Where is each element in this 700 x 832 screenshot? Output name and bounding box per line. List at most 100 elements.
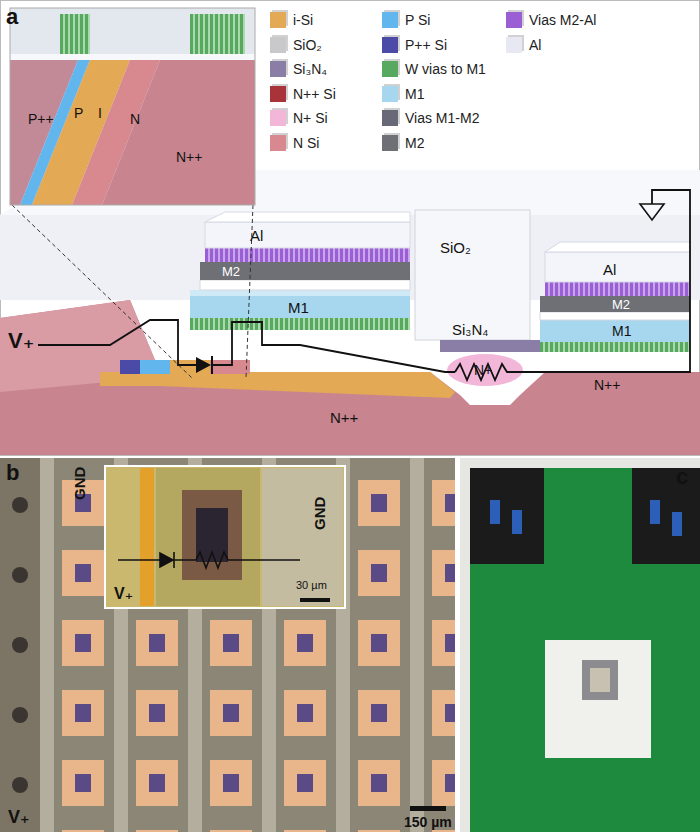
right-metal-stack-part bbox=[540, 320, 690, 342]
legend-swatch bbox=[382, 135, 398, 151]
pcb-photo-part bbox=[545, 640, 651, 758]
zoom-inset-part bbox=[102, 60, 255, 205]
signal-label: V₊ bbox=[114, 586, 133, 602]
scale-label: 30 µm bbox=[296, 580, 327, 591]
legend-text: Al bbox=[529, 38, 541, 52]
right-metal-stack-part bbox=[545, 282, 690, 296]
middle-oxide-block bbox=[415, 210, 540, 386]
legend-swatch bbox=[270, 12, 286, 28]
legend-swatch bbox=[270, 37, 286, 53]
zoom-inset-part bbox=[60, 14, 90, 54]
pcb-photo-part bbox=[672, 512, 682, 536]
layer-label: Al bbox=[603, 262, 616, 277]
substrate-n-plus-plus-part bbox=[460, 395, 520, 405]
legend-text: Vias M1-M2 bbox=[405, 111, 479, 125]
zoom-inset-part bbox=[10, 8, 255, 205]
legend-swatch bbox=[382, 12, 398, 28]
layer-label: Si₃N₄ bbox=[452, 322, 488, 337]
scale-label: 150 µm bbox=[404, 815, 452, 829]
zoom-leader bbox=[12, 205, 253, 378]
legend-swatch bbox=[270, 110, 286, 126]
circuit-wire bbox=[38, 190, 690, 380]
legend-text: Si₃N₄ bbox=[293, 62, 327, 76]
region-label: N+ bbox=[474, 363, 492, 377]
micrograph-part bbox=[12, 637, 28, 653]
legend-swatch bbox=[506, 37, 522, 53]
legend-text: W vias to M1 bbox=[405, 62, 486, 76]
right-metal-stack bbox=[540, 242, 690, 352]
micrograph-part bbox=[12, 567, 28, 583]
micrograph-part bbox=[0, 458, 40, 832]
pcb-photo-part bbox=[590, 668, 610, 692]
middle-oxide-block-part bbox=[447, 354, 523, 386]
legend-text: Vias M2-Al bbox=[529, 13, 596, 27]
layer-label: Al bbox=[250, 228, 263, 243]
layer-label: M1 bbox=[288, 300, 309, 315]
zoom-inset-part bbox=[10, 8, 255, 54]
legend-text: M1 bbox=[405, 87, 424, 101]
substrate-n-plus-plus bbox=[0, 300, 700, 455]
legend-text: N+ Si bbox=[293, 111, 328, 125]
middle-oxide-block-part bbox=[415, 210, 530, 340]
micrograph-part bbox=[12, 707, 28, 723]
device-layer-part bbox=[120, 360, 140, 374]
left-metal-stack-part bbox=[205, 222, 410, 248]
panel-letter: a bbox=[6, 6, 18, 28]
left-metal-stack-part bbox=[200, 262, 410, 280]
circuit-wire-part bbox=[455, 190, 690, 380]
micrograph-inset-part bbox=[105, 466, 345, 608]
diode-symbol-part bbox=[211, 356, 213, 374]
substrate-n-plus-plus-part bbox=[0, 300, 700, 455]
inset-circuit bbox=[118, 552, 300, 568]
circuit-wire-part bbox=[38, 320, 196, 365]
diode-symbol-part bbox=[196, 357, 211, 373]
middle-oxide-block-part bbox=[440, 340, 540, 352]
left-metal-stack-part bbox=[205, 212, 410, 222]
left-metal-stack-part bbox=[190, 318, 410, 330]
legend-swatch bbox=[382, 61, 398, 77]
signal-label: V₊ bbox=[8, 330, 34, 352]
pcb-photo bbox=[460, 458, 700, 832]
region-label: I bbox=[98, 106, 102, 120]
right-metal-stack-part bbox=[540, 342, 690, 352]
device-layer-part bbox=[100, 372, 455, 398]
micrograph-inset-part bbox=[156, 468, 260, 606]
ground-symbol-part bbox=[640, 204, 664, 220]
pcb-photo-part bbox=[490, 500, 500, 524]
legend-swatch bbox=[382, 86, 398, 102]
panel-letter: c bbox=[676, 466, 688, 488]
pcb-photo-part bbox=[512, 510, 522, 534]
micrograph-inset-part bbox=[182, 490, 242, 580]
device-layer-part bbox=[210, 360, 250, 374]
legend-text: SiO₂ bbox=[293, 38, 322, 52]
signal-label: GND bbox=[312, 497, 327, 530]
diode-symbol bbox=[196, 356, 212, 374]
legend-text: P++ Si bbox=[405, 38, 447, 52]
pcb-photo-part bbox=[650, 500, 660, 524]
layer-label: M2 bbox=[222, 265, 240, 278]
legend-text: i-Si bbox=[293, 13, 313, 27]
legend-text: N++ Si bbox=[293, 87, 336, 101]
inset-circuit-part bbox=[118, 559, 160, 561]
zoom-inset-part bbox=[10, 8, 255, 205]
right-metal-stack-part bbox=[545, 252, 690, 282]
legend-swatch bbox=[382, 110, 398, 126]
circuit-wire-part bbox=[212, 322, 455, 372]
scale-bars-part bbox=[410, 806, 446, 811]
device-layer bbox=[100, 360, 455, 398]
region-label: N++ bbox=[176, 150, 202, 164]
panel-a-frame-part bbox=[1, 1, 700, 456]
signal-label: V₊ bbox=[8, 808, 30, 826]
legend-swatch bbox=[270, 61, 286, 77]
legend-swatch bbox=[506, 12, 522, 28]
pcb-photo-part bbox=[582, 660, 618, 700]
zoom-inset-part bbox=[190, 14, 245, 54]
device-layer-part bbox=[140, 360, 170, 374]
zoom-inset-part bbox=[10, 54, 255, 60]
left-metal-stack-part bbox=[200, 280, 410, 290]
signal-label: GND bbox=[72, 467, 87, 500]
pcb-photo-part bbox=[470, 468, 700, 832]
panel-letter: b bbox=[6, 462, 19, 484]
zoom-leader-part bbox=[12, 205, 192, 378]
right-metal-stack-part bbox=[540, 296, 690, 312]
